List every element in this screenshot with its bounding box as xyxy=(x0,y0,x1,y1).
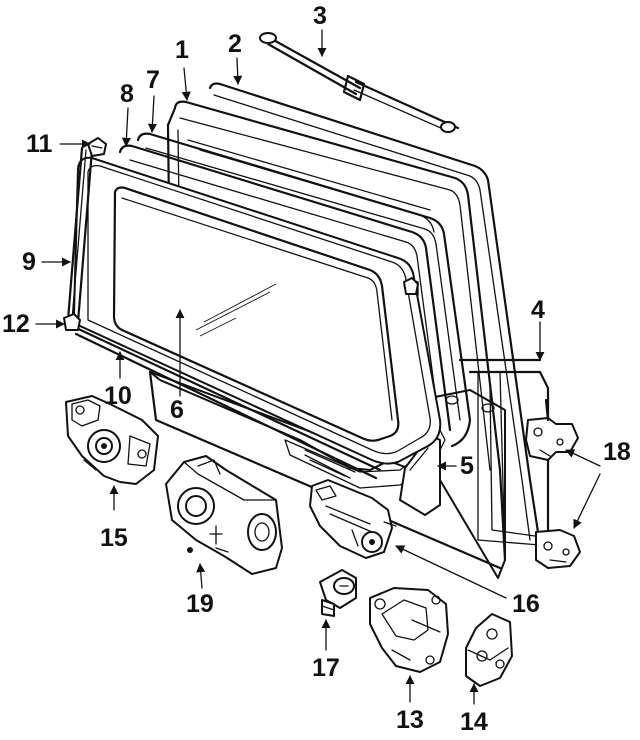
callout-2: 2 xyxy=(228,30,242,58)
outside-handle-assembly xyxy=(309,479,397,559)
latch-bracket xyxy=(165,455,283,575)
callout-11: 11 xyxy=(26,130,53,158)
callout-5: 5 xyxy=(460,452,474,480)
callout-labels: 1 2 3 4 5 6 7 8 9 10 11 12 13 14 15 16 1… xyxy=(2,2,631,736)
callout-13: 13 xyxy=(396,706,424,734)
callout-12: 12 xyxy=(2,310,30,338)
callout-16: 16 xyxy=(512,590,540,618)
striker-plate xyxy=(369,587,449,673)
support-strut xyxy=(259,32,460,133)
callout-6: 6 xyxy=(170,396,184,424)
upper-hinge xyxy=(525,398,579,461)
corner-clip-lower xyxy=(63,313,81,331)
callout-17: 17 xyxy=(312,654,340,682)
lower-hinge xyxy=(535,529,581,569)
callout-7: 7 xyxy=(146,66,160,94)
latch-assembly xyxy=(65,395,159,485)
bottom-molding xyxy=(70,324,382,480)
callout-19: 19 xyxy=(186,590,214,618)
callout-leaders xyxy=(35,29,601,705)
callout-3: 3 xyxy=(313,2,327,30)
outer-weatherstrip xyxy=(208,82,542,547)
liftgate-door-panel xyxy=(148,358,550,579)
callout-18: 18 xyxy=(603,438,631,466)
callout-4: 4 xyxy=(531,296,545,324)
striker-bracket xyxy=(465,613,513,687)
callout-1: 1 xyxy=(175,36,189,64)
callout-9: 9 xyxy=(22,248,36,276)
seal-corner-clip xyxy=(403,277,419,295)
corner-clip-upper xyxy=(87,137,107,157)
callout-15: 15 xyxy=(100,524,128,552)
glass-weatherstrip-layers xyxy=(118,132,472,448)
callout-10: 10 xyxy=(104,382,132,410)
callout-14: 14 xyxy=(460,708,488,736)
lock-cylinder xyxy=(319,569,357,617)
side-molding xyxy=(66,146,94,324)
callout-8: 8 xyxy=(120,80,134,108)
